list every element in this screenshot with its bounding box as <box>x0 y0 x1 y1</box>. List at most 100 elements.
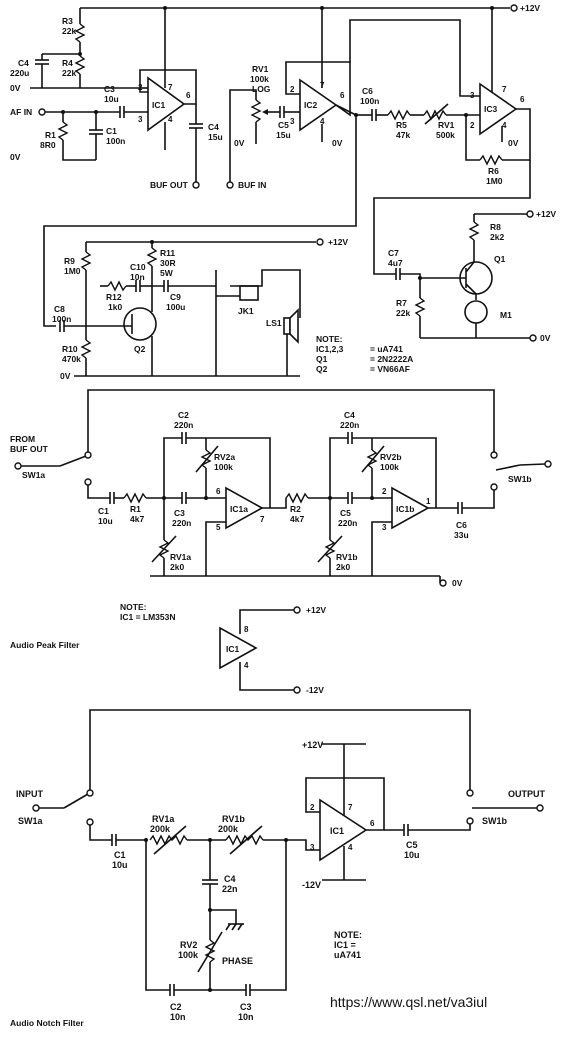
label-pwr-plus: +12V <box>306 605 326 615</box>
label-c5-peak: C5 <box>340 508 351 518</box>
label-0v: 0V <box>10 83 21 93</box>
svg-text:4: 4 <box>502 121 507 130</box>
label-r2-peak: R2 <box>290 504 301 514</box>
label-rv1a-value: 2k0 <box>170 562 184 572</box>
label-minus12-notch: -12V <box>302 880 321 890</box>
label-c10-value: 10n <box>130 272 145 282</box>
svg-text:4: 4 <box>348 843 353 852</box>
label-c10: C10 <box>130 262 146 272</box>
notch-note-title: NOTE: <box>334 930 362 940</box>
label-sw1b-notch: SW1b <box>482 816 508 826</box>
label-r1: R1 <box>45 130 56 140</box>
label-plus12v-b: +12V <box>536 209 556 219</box>
svg-text:7: 7 <box>260 515 265 524</box>
svg-text:6: 6 <box>186 91 191 100</box>
label-r12: R12 <box>106 292 122 302</box>
note-title: NOTE: <box>316 334 343 344</box>
svg-text:2: 2 <box>470 121 475 130</box>
svg-text:4: 4 <box>244 661 249 670</box>
label-r4: R4 <box>62 58 73 68</box>
label-c5: C5 <box>278 120 289 130</box>
label-c4b-value: 15u <box>208 132 223 142</box>
label-r11: R11 <box>160 248 175 258</box>
top-circuit: +12V R3 22k R4 22k C4 220u 0V AF IN R1 8… <box>10 3 556 381</box>
label-plus12-notch: +12V <box>302 740 323 750</box>
label-rv1-value: 100k <box>250 74 269 84</box>
label-r9-value: 1M0 <box>64 266 81 276</box>
label-rv2b-value: 100k <box>380 462 399 472</box>
label-ic1b: IC1b <box>396 504 414 514</box>
caption-notch: Audio Notch Filter <box>10 1018 84 1028</box>
label-plus12v: +12V <box>520 3 540 13</box>
label-r8: R8 <box>490 222 501 232</box>
label-sw1a: SW1a <box>22 470 45 480</box>
label-rv1b-peak: RV1b <box>336 552 358 562</box>
label-c9: C9 <box>170 292 181 302</box>
label-0v-peak: 0V <box>452 578 463 588</box>
label-c8-value: 100n <box>52 314 71 324</box>
label-r4-value: 22k <box>62 68 76 78</box>
svg-text:7: 7 <box>502 85 507 94</box>
label-r3: R3 <box>62 16 73 26</box>
label-c2-peak-value: 220n <box>174 420 193 430</box>
label-rv2-notch-value: 100k <box>178 950 199 960</box>
label-q2: Q2 <box>134 344 146 354</box>
label-r1-peak-value: 4k7 <box>130 514 144 524</box>
label-0v-d: 0V <box>332 138 343 148</box>
label-r12-value: 1k0 <box>108 302 122 312</box>
notch-filter-circuit: INPUT SW1a C1 10u RV1a 200k RV1b 200k C2… <box>10 709 546 1028</box>
label-plus12v-c: +12V <box>328 237 348 247</box>
label-r11-value: 30R <box>160 258 176 268</box>
label-af-in: AF IN <box>10 107 32 117</box>
label-c4b: C4 <box>208 122 219 132</box>
label-c3: C3 <box>104 84 115 94</box>
label-ic3: IC3 <box>484 104 498 114</box>
label-c3-notch-value: 10n <box>238 1012 254 1022</box>
label-c9-value: 100u <box>166 302 185 312</box>
label-jk1: JK1 <box>238 306 254 316</box>
label-ic1: IC1 <box>152 100 166 110</box>
svg-text:4: 4 <box>168 115 173 124</box>
label-output: OUTPUT <box>508 789 546 799</box>
label-r8-value: 2k2 <box>490 232 504 242</box>
svg-text:2: 2 <box>310 803 315 812</box>
label-c4-peak-value: 220n <box>340 420 359 430</box>
label-pwr-minus: -12V <box>306 685 324 695</box>
label-rv1b: RV1 <box>438 120 455 130</box>
svg-text:4: 4 <box>320 117 325 126</box>
svg-text:7: 7 <box>348 803 353 812</box>
label-c1-value: 100n <box>106 136 125 146</box>
label-c1-notch: C1 <box>114 850 126 860</box>
label-0v-e: 0V <box>508 138 519 148</box>
label-c1-notch-value: 10u <box>112 860 128 870</box>
svg-text:2: 2 <box>290 85 295 94</box>
label-c5-value: 15u <box>276 130 291 140</box>
label-c4: C4 <box>18 58 29 68</box>
label-c3-notch: C3 <box>240 1002 252 1012</box>
label-ls1: LS1 <box>266 318 282 328</box>
svg-text:6: 6 <box>340 91 345 100</box>
label-phase: PHASE <box>222 956 253 966</box>
svg-text:5: 5 <box>216 523 221 532</box>
svg-text:1: 1 <box>426 497 431 506</box>
source-url: https://www.qsl.net/va3iul <box>330 994 487 1010</box>
label-c7-value: 4u7 <box>388 258 403 268</box>
label-c5-peak-value: 220n <box>338 518 357 528</box>
label-c6-peak-value: 33u <box>454 530 469 540</box>
label-rv2a: RV2a <box>214 452 235 462</box>
label-r3-value: 22k <box>62 26 76 36</box>
label-r9: R9 <box>64 256 75 266</box>
label-r7: R7 <box>396 298 407 308</box>
svg-text:7: 7 <box>168 83 173 92</box>
notch-note-ic: IC1 = <box>334 940 356 950</box>
label-from: FROM <box>10 434 35 444</box>
label-rv1b-peak-value: 2k0 <box>336 562 350 572</box>
label-c4-notch: C4 <box>224 874 236 884</box>
label-rv1a-notch-value: 200k <box>150 824 171 834</box>
peak-note-title: NOTE: <box>120 602 147 612</box>
svg-text:3: 3 <box>382 523 387 532</box>
label-r10-value: 470k <box>62 354 81 364</box>
label-rv1b-notch-value: 200k <box>218 824 239 834</box>
peak-note-ic: IC1 = LM353N <box>120 612 176 622</box>
